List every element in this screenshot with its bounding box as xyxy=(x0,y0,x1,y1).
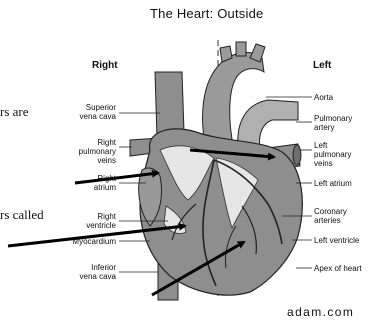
pulmonary-vein-opening xyxy=(293,145,301,165)
label-left-pulmonary-veins: Left pulmonary veins xyxy=(314,141,351,168)
credit-text: adam.com xyxy=(287,305,354,319)
label-superior-vena-cava: Superior vena cava xyxy=(56,103,116,121)
overlay-text-fragment-2: rs called xyxy=(0,207,44,223)
overlay-text-fragment-1: rs are xyxy=(0,104,29,120)
label-myocardium: Myocardium xyxy=(46,237,116,246)
aortic-branch-2 xyxy=(236,42,246,56)
aortic-branch-3 xyxy=(250,44,265,62)
label-aorta: Aorta xyxy=(314,93,333,102)
label-right-atrium: Right atrium xyxy=(56,174,116,192)
superior-vena-cava-shape xyxy=(155,72,184,138)
label-left-ventricle: Left ventricle xyxy=(314,236,359,245)
label-pulmonary-artery: Pulmonary artery xyxy=(314,114,352,132)
label-inferior-vena-cava: Inferior vena cava xyxy=(56,263,116,281)
label-left-atrium: Left atrium xyxy=(314,179,352,188)
label-right-pulmonary-veins: Right pulmonary veins xyxy=(56,138,116,165)
label-apex-of-heart: Apex of heart xyxy=(314,264,362,273)
label-right-ventricle: Right ventricle xyxy=(56,212,116,230)
label-coronary-arteries: Coronary arteries xyxy=(314,207,347,225)
